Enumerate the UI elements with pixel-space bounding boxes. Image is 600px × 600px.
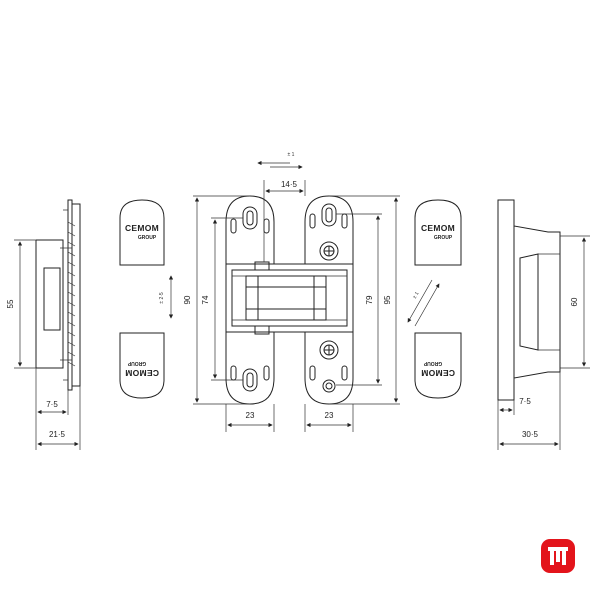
right-side-dims: [497, 235, 590, 450]
right-cover-cap-bottom: [414, 332, 462, 399]
dim-front-79: 79: [365, 295, 374, 304]
dim-right-7-5: 7·5: [519, 397, 531, 406]
dim-left-21-5: 21·5: [49, 430, 66, 439]
cap-right-top-brand: CEMOM: [421, 223, 455, 233]
cap-right-top-sub: GROUP: [434, 235, 453, 241]
dim-front-14-5: 14·5: [281, 180, 298, 189]
cap-left-top-brand: CEMOM: [125, 223, 159, 233]
hinge-mechanism: [225, 261, 354, 335]
dim-front-90: 90: [183, 295, 192, 304]
adj-vertical-label: ± 2·5: [159, 292, 165, 304]
dim-front-74: 74: [201, 295, 210, 304]
left-side-profile: [14, 199, 81, 391]
dim-right-30-5: 30·5: [522, 430, 539, 439]
dim-left-55: 55: [6, 299, 15, 308]
front-bottom-dims: [225, 404, 354, 432]
cap-left-bottom-brand: CEMOM: [125, 368, 159, 378]
right-cover-cap-top: [414, 199, 462, 266]
dim-left-7-5: 7·5: [46, 400, 58, 409]
left-cover-cap-top: [119, 199, 165, 266]
adj-diagonal-label: ± 1: [412, 291, 421, 300]
horizontal-adjustment-arrow: [257, 160, 303, 170]
front-right-height-dims: [329, 195, 400, 405]
cap-left-bottom-sub: GROUP: [127, 360, 146, 366]
left-bottom-dims: [35, 368, 81, 450]
diagonal-adjustment-arrow: [407, 279, 440, 327]
right-side-profile: [497, 199, 561, 401]
dim-leaf-left-23: 23: [246, 411, 255, 420]
cap-left-top-sub: GROUP: [138, 235, 157, 241]
front-top-dims: [263, 180, 306, 262]
cap-right-bottom-sub: GROUP: [423, 360, 442, 366]
dim-front-95: 95: [383, 295, 392, 304]
red-tt-logo-icon: [541, 539, 575, 573]
left-cover-cap-bottom: [119, 332, 165, 399]
cap-right-bottom-brand: CEMOM: [421, 368, 455, 378]
dim-leaf-right-23: 23: [325, 411, 334, 420]
dim-right-60: 60: [570, 297, 579, 306]
front-left-height-dims: [193, 195, 250, 405]
adj-horizontal-label: ± 1: [288, 152, 295, 158]
